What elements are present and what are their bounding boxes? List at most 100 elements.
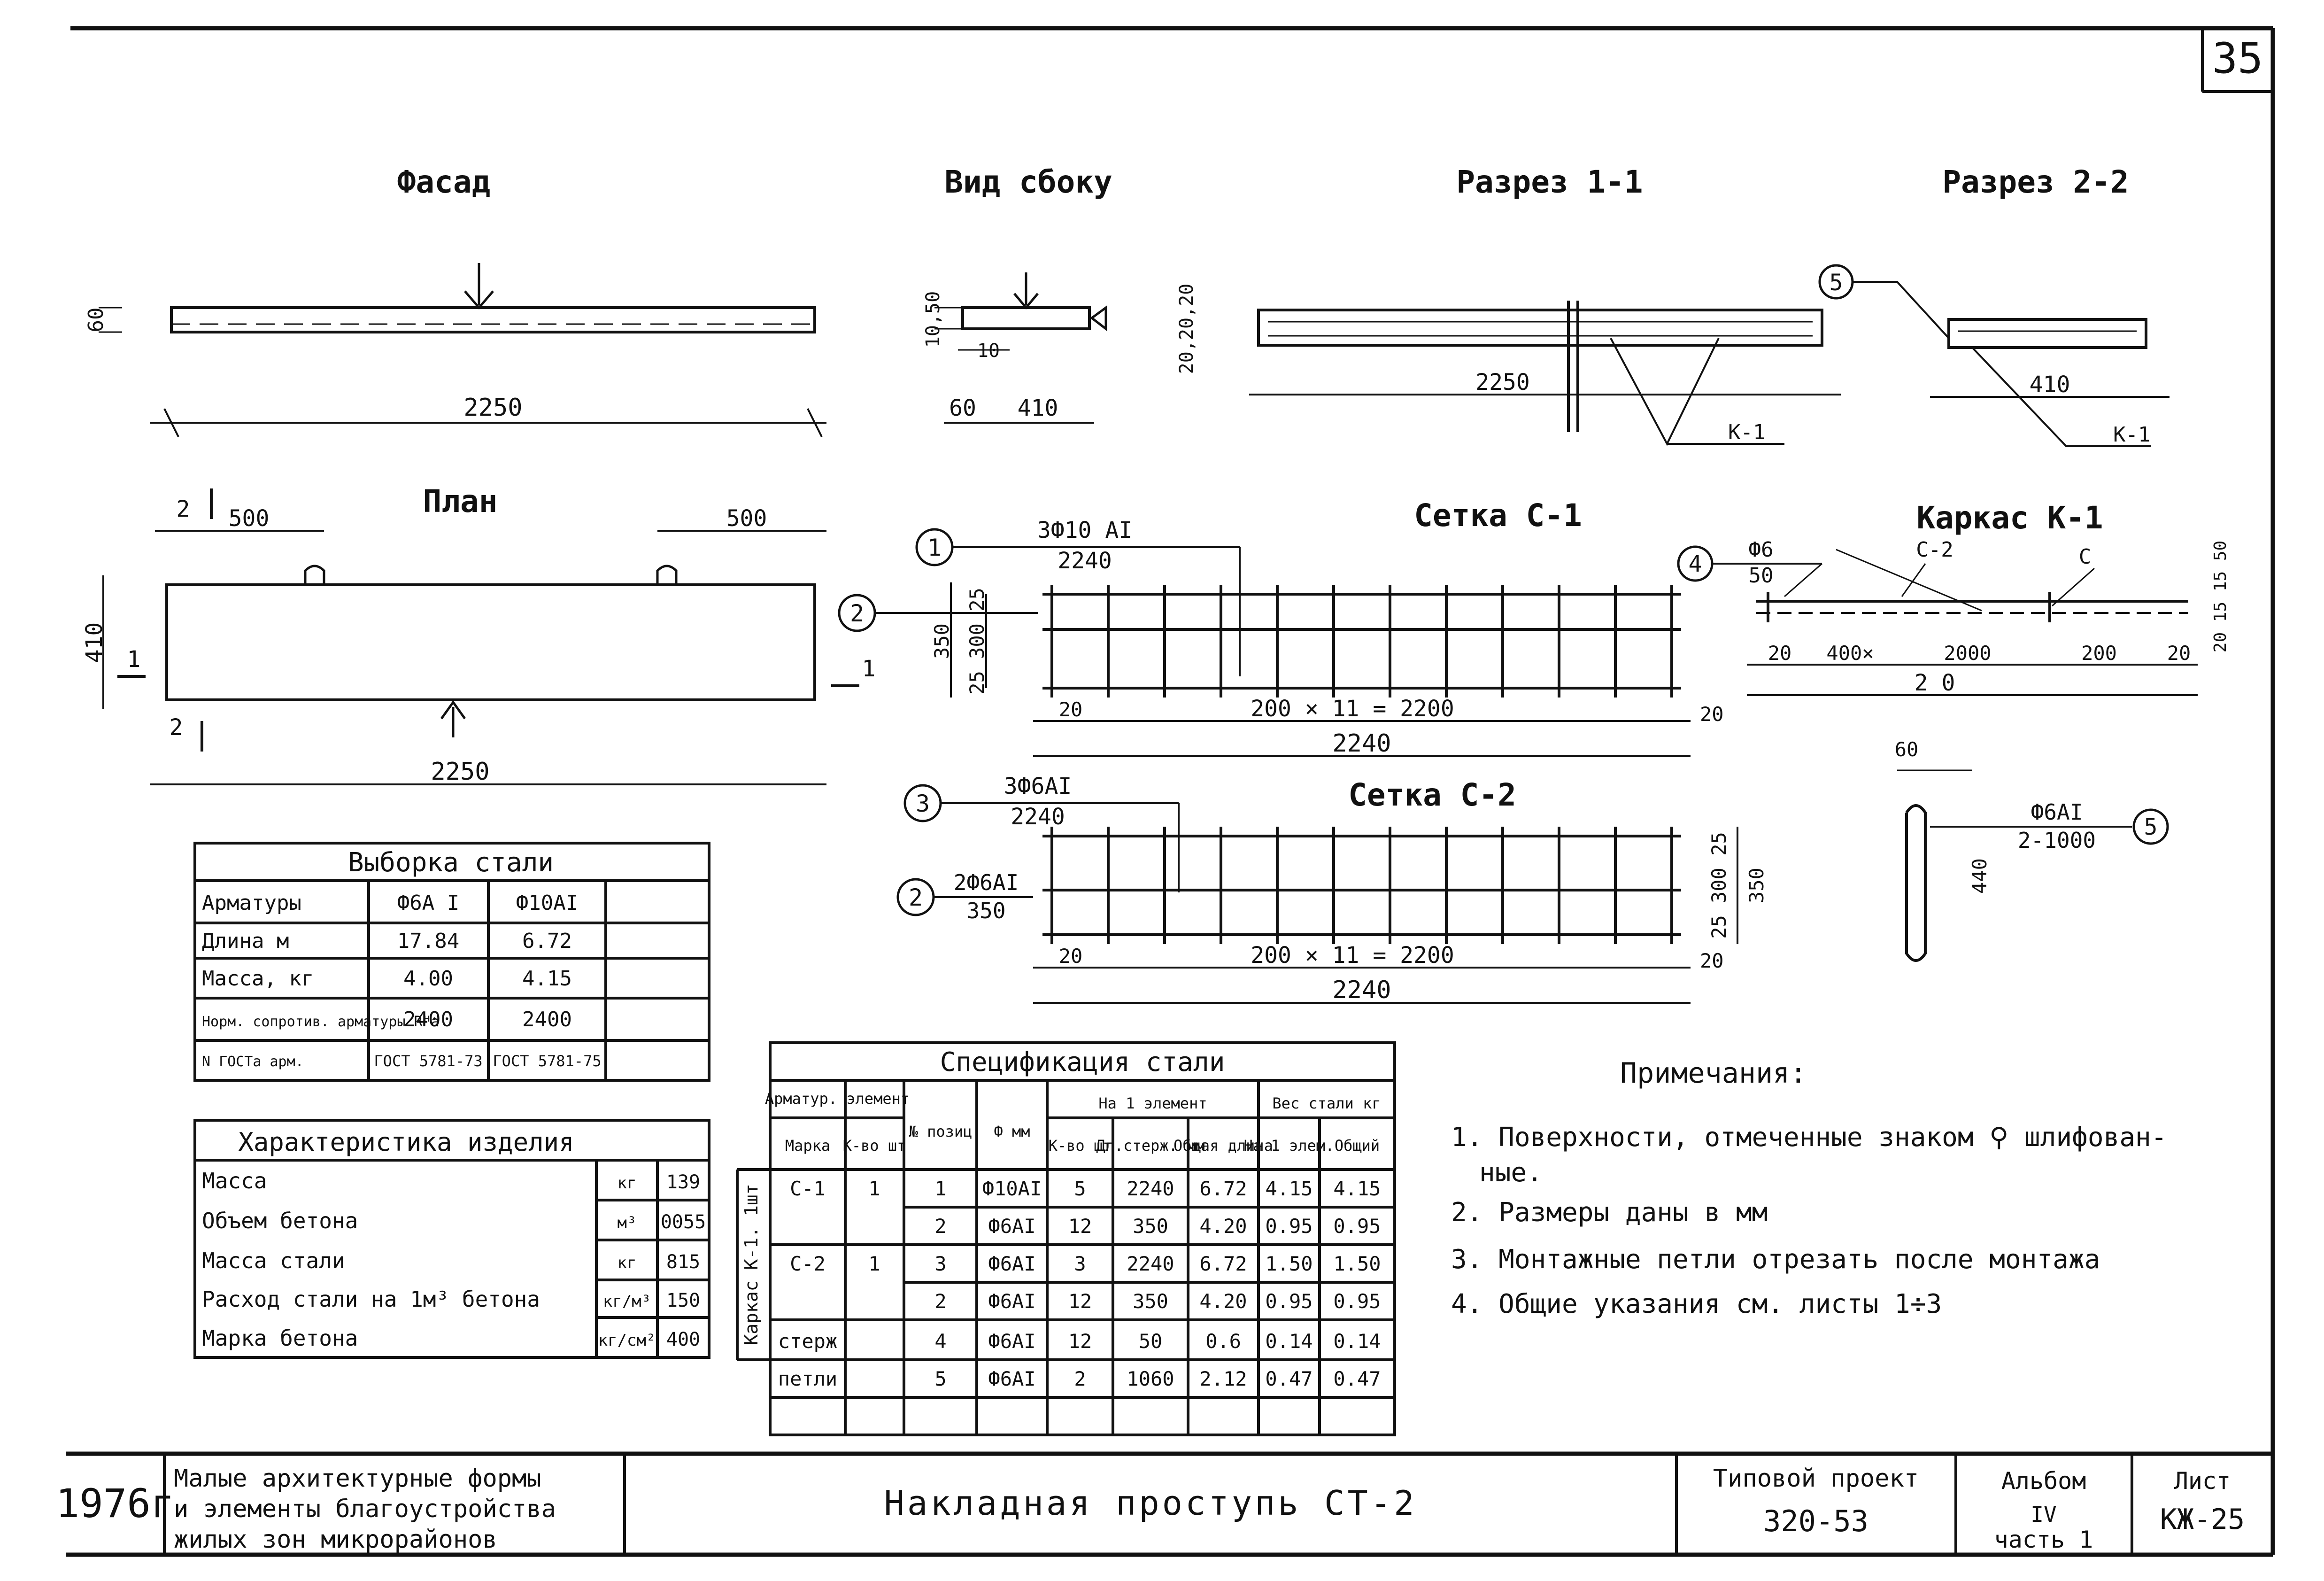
specification-cell: 350 [1133, 1290, 1168, 1313]
specification-cell: Ф6АI [988, 1252, 1035, 1275]
steel-selection-cell: 17.84 [397, 929, 459, 953]
steel-selection-cell: Норм. сопротив. арматуры Rᴴa [202, 1014, 440, 1030]
specification-table: Спецификация стали Каркас К-1. 1шт Армат… [736, 1041, 1396, 1436]
specification-cell: Ф6АI [988, 1215, 1035, 1238]
specification-cell: 4.15 [1265, 1177, 1313, 1200]
steel-selection-header-cell: Арматуры [202, 891, 301, 915]
section-2-marker: 5 [1830, 270, 1843, 296]
specification-cell: 6.72 [1199, 1177, 1247, 1200]
loop-label: Ф6АI [2031, 799, 2083, 825]
specification-cell: 2 [934, 1290, 946, 1313]
specification-cell: 4.20 [1199, 1215, 1247, 1238]
album-number: IV [2031, 1502, 2056, 1527]
mesh-c2-view: 3 3Ф6АI 2240 2 2Ф6АI 350 25 300 25 350 2… [896, 773, 1768, 1004]
specification-cell: 4.20 [1199, 1290, 1247, 1313]
frame-k1-c: С [2079, 545, 2092, 569]
characteristic-value: 400 [666, 1329, 700, 1350]
mesh-c1-left-dims: 25 300 25 [965, 588, 988, 695]
specification-cell: 3 [1074, 1252, 1086, 1275]
steel-selection-header-cell: Ф10АI [516, 891, 578, 915]
spec-h-per: На 1 элемент [1098, 1094, 1207, 1112]
characteristic-unit: м³ [618, 1214, 637, 1232]
specification-title: Спецификация стали [940, 1047, 1225, 1077]
specification-cell: 2240 [1127, 1177, 1174, 1200]
section-2-frame: К-1 [2113, 423, 2150, 447]
specification-cell: 6.72 [1199, 1252, 1247, 1275]
frame-k1-d3: 2000 [1944, 642, 1991, 665]
frame-k1-title: Каркас К-1 [1916, 500, 2103, 536]
section-1-length: 2250 [1475, 369, 1530, 395]
specification-cell: Ф10АI [982, 1177, 1042, 1200]
characteristic-label: Расход стали на 1м³ бетона [202, 1286, 540, 1312]
specification-cell: 2 [1074, 1367, 1086, 1390]
spec-h-phi: Ф мм [994, 1123, 1030, 1140]
frame-k1-pos4-label: Ф6 [1749, 538, 1774, 562]
plan-length-dim: 2250 [431, 758, 489, 786]
spec-h-kvo: К-во шт [843, 1137, 906, 1155]
specification-cell: 2 [934, 1215, 946, 1238]
section-1-frame: К-1 [1728, 420, 1765, 444]
specification-cell: 0.47 [1265, 1367, 1313, 1390]
spec-h-kvo2: К-во шт [1049, 1137, 1112, 1155]
note-line: 2. Размеры даны в мм [1451, 1197, 1768, 1228]
characteristics-title: Характеристика изделия [238, 1127, 574, 1157]
steel-selection-cell: 4.15 [522, 967, 572, 991]
specification-cell: 2240 [1127, 1252, 1174, 1275]
sheet-label: Лист [2174, 1467, 2231, 1495]
specification-cell: Ф6АI [988, 1290, 1035, 1313]
frame-k1-total: 2 0 [1915, 670, 1955, 696]
title-org-line-1: Малые архитектурные формы [174, 1465, 541, 1493]
frame-k1-d4: 200 [2081, 642, 2117, 665]
mesh-c2-right-dims: 25 300 25 [1707, 832, 1730, 939]
album-label: Альбом [2001, 1467, 2086, 1495]
specification-cell: 0.95 [1333, 1290, 1381, 1313]
plan-offset-left: 500 [229, 505, 270, 532]
frame-k1-d5: 20 [2167, 642, 2191, 665]
characteristic-value: 0055 [661, 1211, 706, 1233]
specification-cell: 1 [868, 1177, 880, 1200]
facade-title: Фасад [397, 164, 491, 200]
spec-h-w1: На 1 элем. [1244, 1137, 1335, 1155]
loop-height-dim: 440 [1968, 858, 1991, 894]
characteristic-value: 815 [666, 1251, 700, 1273]
specification-cell: 1.50 [1265, 1252, 1313, 1275]
note-line: ные. [1479, 1157, 1543, 1188]
mesh-c1-pos2: 2 [850, 600, 864, 627]
side-thickness-dim: 10 [977, 340, 1000, 362]
spec-h-weight: Вес стали кг [1272, 1094, 1381, 1112]
plan-view: 500 500 410 2250 2 2 1 1 [81, 488, 875, 786]
frame-k1-view: 4 Ф6 50 С-2 С 20 15 15 50 20 400× 2000 2… [1677, 538, 2230, 696]
section-1-title: Разрез 1-1 [1456, 164, 1643, 200]
frame-k1-c2: С-2 [1916, 538, 1953, 562]
specification-cell: С-1 [790, 1177, 826, 1200]
specification-cell: С-2 [790, 1252, 826, 1275]
project-label: Типовой проект [1713, 1465, 1919, 1493]
specification-cell: 4.15 [1333, 1177, 1381, 1200]
album-part: часть 1 [1994, 1526, 2093, 1553]
note-line: 4. Общие указания см. листы 1÷3 [1451, 1289, 1942, 1319]
steel-selection-cell: 2400 [403, 1008, 453, 1031]
loop-sub: 2-1000 [2018, 828, 2096, 853]
side-width-1: 60 [949, 395, 976, 421]
title-org-line-3: жилых зон микрорайонов [174, 1526, 497, 1554]
section-2-title: Разрез 2-2 [1942, 164, 2129, 200]
mesh-c2-total: 2240 [1332, 976, 1391, 1004]
mesh-c2-pos3-label: 3Ф6АI [1004, 773, 1072, 799]
specification-cell: 12 [1068, 1330, 1092, 1353]
characteristic-label: Объем бетона [202, 1208, 358, 1233]
title-year: 1976г [56, 1480, 175, 1527]
mesh-c1-pos1: 1 [927, 534, 942, 561]
specification-cell: 1.50 [1333, 1252, 1381, 1275]
specification-cell: петли [778, 1367, 837, 1390]
specification-cell: стерж [778, 1330, 837, 1353]
notes-title: Примечания: [1620, 1057, 1807, 1090]
spec-h-len: Дл.стерж. мм [1096, 1137, 1204, 1155]
title-org-line-2: и элементы благоустройства [174, 1495, 556, 1523]
side-view: 10,50 10 60 410 [922, 272, 1107, 424]
characteristic-unit: кг/см² [598, 1331, 656, 1350]
facade-view: 60 2250 [84, 263, 826, 437]
specification-cell: 0.47 [1333, 1367, 1381, 1390]
section-2-view: 5 410 К-1 [1818, 264, 2170, 447]
specification-cell: 0.95 [1333, 1215, 1381, 1238]
